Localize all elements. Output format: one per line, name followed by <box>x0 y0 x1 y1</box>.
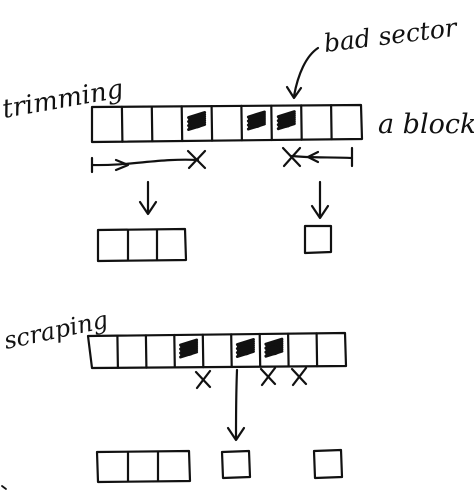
bad-sector-scribble <box>235 338 255 358</box>
scrape-x-3 <box>290 366 308 387</box>
top-block-outline <box>90 103 364 144</box>
scrape-result-middle-sector <box>220 449 252 480</box>
bad-sector-blob <box>267 345 280 356</box>
bottom-block-bad-sectors <box>179 337 284 359</box>
scrape-x-1 <box>194 369 212 390</box>
sector-divider <box>287 332 290 368</box>
sector-divider <box>116 334 119 369</box>
top-block <box>90 103 364 144</box>
label-a-block: a block <box>378 109 474 140</box>
bottom-block <box>86 331 348 370</box>
bad-sector-scribble <box>246 110 266 131</box>
trim-result-three-sectors <box>96 227 188 263</box>
label-trimming: trimming <box>0 74 126 125</box>
bad-sector-scribble <box>179 338 199 359</box>
scrape-result-three-sectors <box>95 449 192 484</box>
sector-divider <box>173 333 176 369</box>
bad-sector-scribble <box>276 110 296 131</box>
bad-sector-blob <box>250 118 263 128</box>
bottom-block-outline <box>86 331 348 370</box>
trim-stop-x-right <box>281 146 302 168</box>
trim-result-one-sector <box>303 224 333 255</box>
bad-sector-blob <box>280 117 293 128</box>
arrow-down-scrape <box>226 368 246 442</box>
sector-divider <box>230 333 233 368</box>
bottom-block-dividers <box>116 332 319 369</box>
trim-stop-x-left <box>186 149 207 170</box>
sector-divider <box>201 333 205 369</box>
sector-divider <box>144 334 148 369</box>
sector-divider <box>270 104 273 142</box>
bad-sector-blob <box>239 345 252 356</box>
trimming-range <box>90 146 354 174</box>
scrape-x-2 <box>259 366 277 387</box>
sector-divider <box>120 105 124 143</box>
sector-divider <box>300 104 303 141</box>
bad-sector-scribble <box>264 337 284 358</box>
top-block-bad-sectors <box>187 110 296 131</box>
bad-sector-scribble <box>187 111 207 131</box>
sector-divider <box>240 104 243 142</box>
scrape-result-right-sector <box>312 448 344 480</box>
sector-divider <box>180 105 184 143</box>
label-scraping: scraping <box>1 306 110 355</box>
arrow-down-left <box>138 180 158 216</box>
sector-divider <box>150 105 154 143</box>
stray-mark <box>1 485 7 490</box>
sector-divider <box>258 332 262 368</box>
label-bad-sector: bad sector <box>322 13 460 58</box>
sector-divider <box>210 105 214 142</box>
sector-divider <box>315 332 319 368</box>
bad-sector-blob <box>182 346 195 356</box>
bad-sector-pointer-arrow <box>285 46 320 100</box>
bad-sector-blob <box>190 118 203 129</box>
sector-divider <box>330 104 333 141</box>
arrow-down-right <box>310 180 330 220</box>
top-block-dividers <box>120 104 333 143</box>
